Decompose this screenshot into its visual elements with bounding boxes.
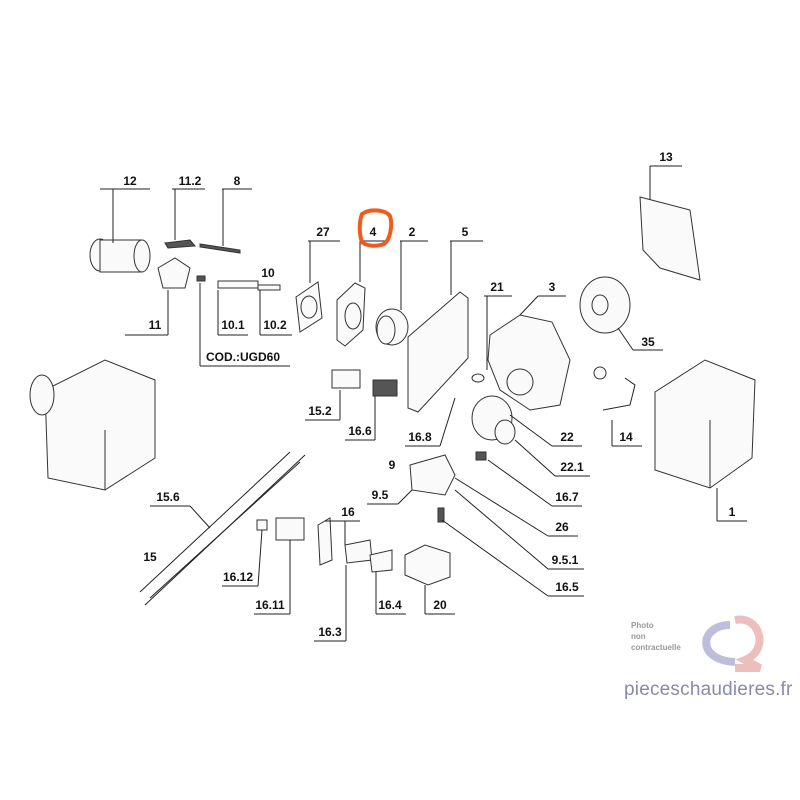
label-10: 10 [261, 266, 275, 280]
part-15-2-relay [331, 369, 361, 389]
photo-note-line: Photo [631, 621, 654, 630]
photo-note-line: non [631, 632, 646, 641]
label-22: 22 [560, 430, 574, 444]
label-9: 9 [389, 458, 396, 472]
site-watermark: pieceschaudieres.fr [624, 679, 793, 700]
part-14-cable [602, 377, 636, 411]
photo-note-line: contractuelle [631, 643, 681, 652]
part-16-5 [437, 507, 445, 523]
part-16-bracket [317, 517, 333, 566]
part-8-electrodes [199, 243, 241, 254]
label-1: 1 [729, 505, 736, 519]
label-16-8: 16.8 [408, 430, 432, 444]
label-27: 27 [316, 225, 330, 239]
label-4[interactable]: 4 [370, 225, 377, 239]
part-16-4 [369, 549, 393, 573]
part-2-ring [375, 308, 409, 346]
label-cod: COD.:UGD60 [206, 350, 280, 364]
part-15-hoses [139, 451, 306, 606]
leader-lines [100, 165, 747, 642]
part-5-plate [407, 291, 469, 413]
part-11-head [157, 257, 191, 289]
part-11-2 [164, 239, 197, 249]
part-10-line [217, 280, 281, 291]
label-16-4: 16.4 [378, 598, 402, 612]
part-16-6-relay [372, 379, 398, 397]
part-16-12 [256, 519, 268, 531]
label-35: 35 [641, 335, 655, 349]
label-9-5: 9.5 [372, 488, 389, 502]
label-12: 12 [123, 174, 137, 188]
part-nozzle [196, 275, 206, 282]
part-16-7 [475, 451, 487, 461]
watermark-logo [702, 615, 764, 672]
part-20-box [404, 544, 451, 586]
label-15: 15 [143, 550, 157, 564]
part-1-burner-cover [654, 359, 756, 489]
label-11: 11 [149, 318, 162, 332]
label-22-1: 22.1 [560, 460, 584, 474]
label-16-5: 16.5 [555, 580, 579, 594]
part-3-fan-housing [487, 314, 571, 411]
photo-disclaimer: Photo non contractuelle [631, 620, 691, 653]
label-11-2: 11.2 [179, 174, 202, 188]
part-35-fan-wheel [579, 276, 631, 334]
label-14: 14 [619, 430, 633, 444]
part-21 [471, 373, 485, 383]
label-16-12: 16.12 [223, 570, 253, 584]
label-2: 2 [409, 225, 416, 239]
part-13-cover [639, 196, 701, 281]
highlight-ring [357, 208, 394, 248]
label-20: 20 [433, 598, 447, 612]
part-22-motor [471, 395, 516, 445]
part-9-pump [409, 454, 456, 496]
label-13: 13 [659, 150, 673, 164]
label-10-1: 10.1 [221, 318, 245, 332]
label-26: 26 [555, 520, 569, 534]
part-12-cover-tube [89, 238, 151, 273]
label-16: 16 [341, 505, 355, 519]
part-connector [593, 366, 607, 380]
label-8: 8 [234, 174, 241, 188]
label-5: 5 [462, 225, 469, 239]
label-10-2: 10.2 [263, 318, 287, 332]
label-15-6: 15.6 [156, 490, 180, 504]
label-3: 3 [549, 280, 556, 294]
label-16-11: 16.11 [255, 598, 285, 612]
label-16-6: 16.6 [348, 424, 372, 438]
label-16-7: 16.7 [555, 490, 579, 504]
label-16-3: 16.3 [318, 625, 342, 639]
part-16-11 [275, 517, 305, 541]
part-1-burner-cover-left [29, 359, 156, 491]
part-4-flange [336, 282, 366, 347]
part-16-3 [344, 539, 373, 564]
part-27-gasket [295, 281, 323, 333]
label-21: 21 [490, 280, 504, 294]
label-9-5-1: 9.5.1 [552, 553, 579, 567]
label-15-2: 15.2 [308, 404, 332, 418]
